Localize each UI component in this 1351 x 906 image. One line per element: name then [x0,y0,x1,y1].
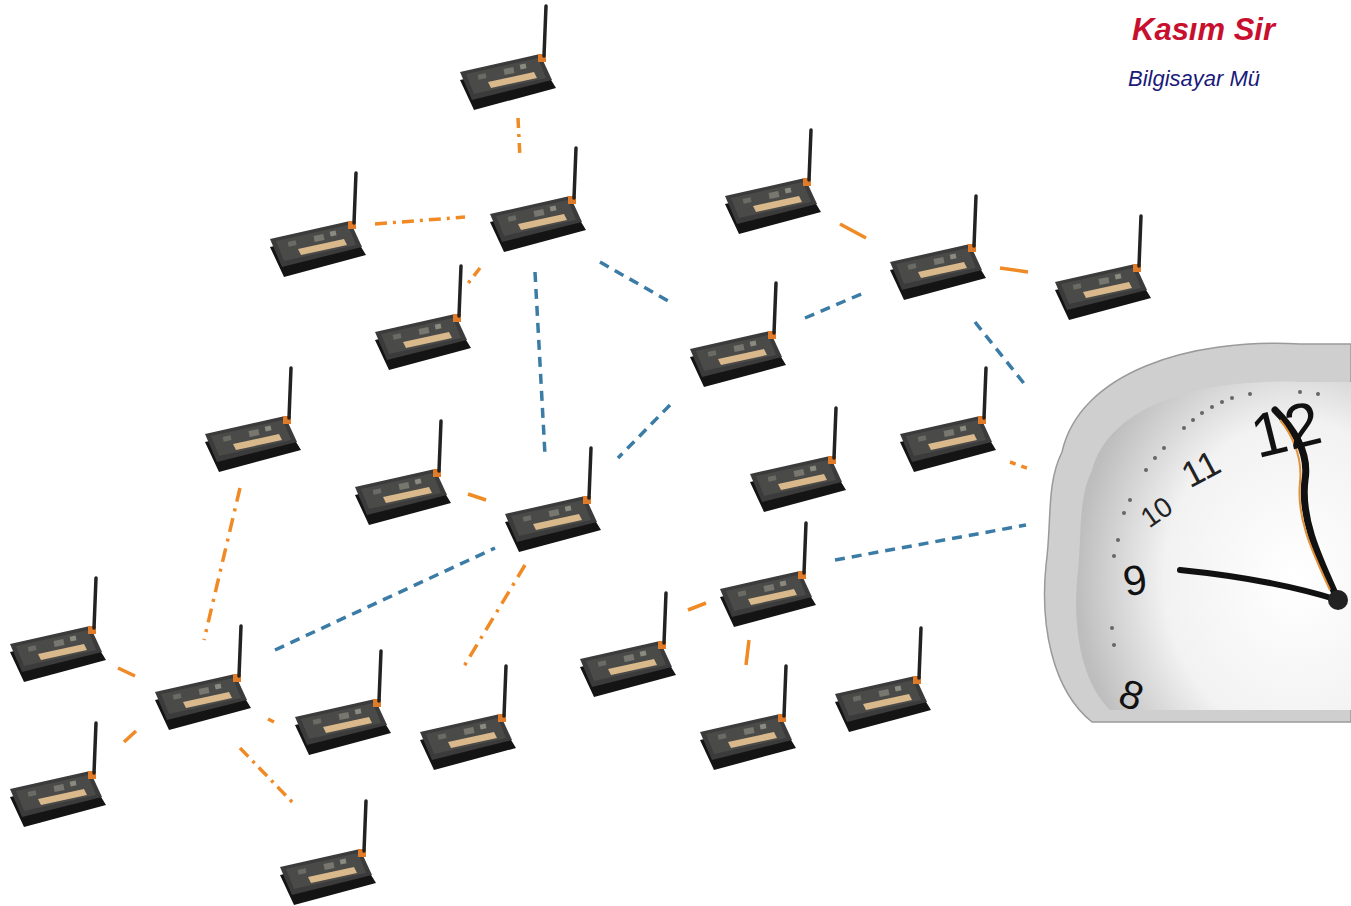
clock-body [1045,343,1351,722]
sensor-mote [720,523,816,627]
orange-link [204,488,240,640]
sensor-mote [1055,216,1151,320]
blue-link [275,548,495,650]
blue-link [805,292,866,318]
sensor-mote [10,723,106,827]
blue-link [535,272,545,455]
blue-link [835,525,1026,560]
clock-center [1328,590,1348,610]
sensor-mote [420,666,516,770]
orange-link [118,668,135,676]
orange-link [1010,462,1032,470]
orange-link [124,731,136,742]
blue-link [600,262,670,302]
sensor-motes [10,6,1151,905]
sensor-mote [725,130,821,234]
sensor-mote [270,173,366,277]
sensor-mote [280,801,376,905]
orange-link [466,268,480,286]
clock-numeral: 8 [1114,672,1149,717]
orange-link [463,565,525,668]
orange-link [746,640,749,665]
sensor-mote [375,266,471,370]
sensor-mote [355,421,451,525]
author-name: Kasım Sir [1132,14,1275,45]
hour-hand [1180,570,1338,600]
sensor-mote [155,626,251,730]
sensor-mote [505,448,601,552]
orange-link [1000,268,1028,272]
clock-numeral: 9 [1120,558,1150,603]
sensor-mote [460,6,556,110]
blue-link [618,405,670,458]
department-text: Bilgisayar Mü [1128,68,1260,90]
sensor-mote [690,283,786,387]
clock-numeral: 10 [1136,492,1178,533]
orange-link [518,118,520,158]
sensor-mote [900,368,996,472]
clock-numeral: 12 [1245,391,1327,468]
orange-link [268,719,274,722]
sensor-mote [490,148,586,252]
sensor-mote [205,368,301,472]
clock-face [1076,382,1351,710]
sensor-mote [750,408,846,512]
orange-link [375,217,465,224]
sensor-mote [890,196,986,300]
sensor-mote [295,651,391,755]
melting-clock [1045,343,1351,722]
orange-link [688,603,706,610]
blue-link [975,322,1026,386]
sensor-mote [700,666,796,770]
orange-link [468,494,486,500]
wireless-links [118,118,1032,806]
sensor-mote [10,578,106,682]
sensor-mote [580,593,676,697]
clock-numeral: 11 [1176,444,1226,493]
orange-link [240,748,296,806]
sensor-mote [835,628,931,732]
orange-link [840,224,866,238]
